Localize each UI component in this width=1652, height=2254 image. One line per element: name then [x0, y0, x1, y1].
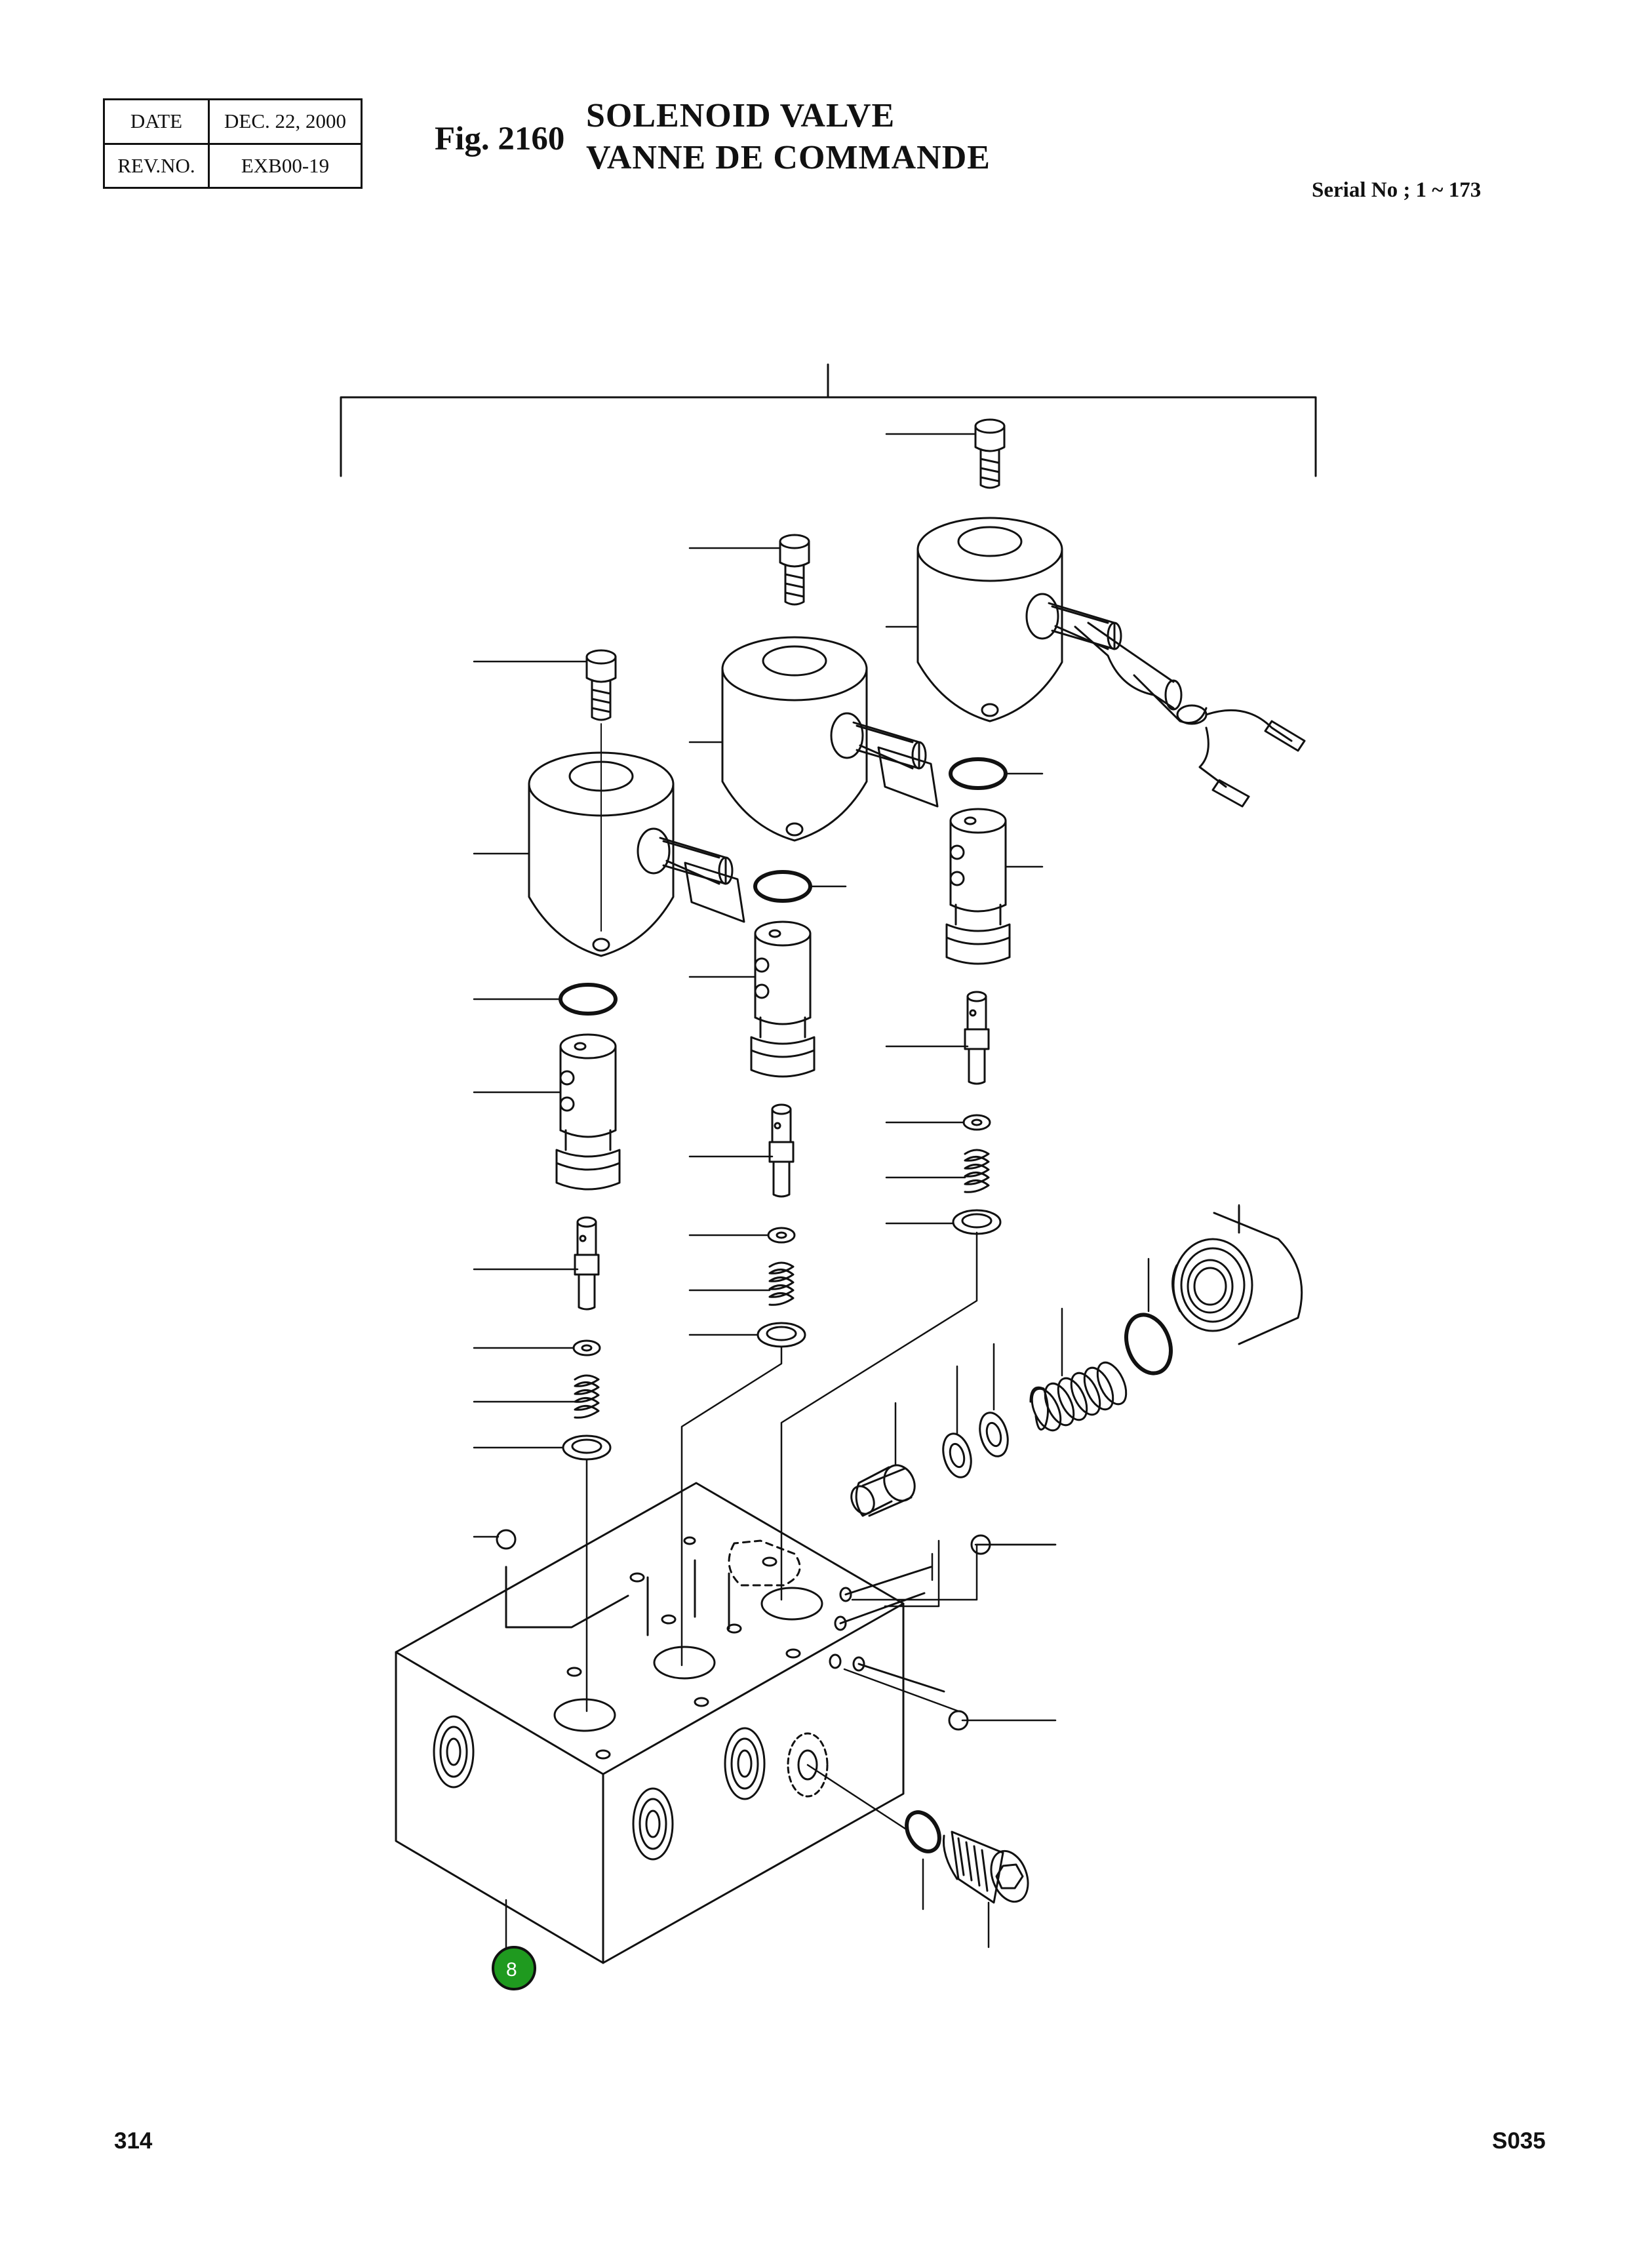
valve-seat-icon — [562, 1434, 612, 1461]
leader-lines-bottom — [505, 1764, 990, 1951]
check-ball-icon — [970, 1534, 991, 1555]
poppet-icon — [850, 1464, 916, 1517]
check-ball-icon — [496, 1529, 517, 1550]
solenoid-coil-icon — [528, 723, 745, 957]
washer-icon — [962, 1114, 991, 1131]
leader-lines — [473, 433, 1057, 1722]
valve-cartridge-icon — [555, 1033, 621, 1191]
spring-icon — [574, 1374, 600, 1419]
o-ring-icon — [949, 757, 1008, 790]
leader-lines-balls — [843, 1539, 960, 1712]
spring-icon — [768, 1261, 795, 1306]
title-english: SOLENOID VALVE — [586, 97, 895, 134]
spool-icon — [574, 1216, 600, 1311]
leader-lines-right — [585, 1204, 1240, 1712]
valve-seat-icon — [952, 1209, 1002, 1235]
valve-cartridge-icon — [750, 920, 816, 1078]
page-number: 314 — [114, 2128, 153, 2154]
o-ring-icon — [905, 1810, 941, 1853]
spring-icon — [1029, 1361, 1128, 1432]
spool-icon — [964, 991, 990, 1085]
manifold-block-icon — [395, 1482, 945, 1964]
rev-value: EXB00-19 — [208, 142, 363, 189]
shim-icon — [979, 1412, 1009, 1457]
valve-unit-left — [528, 649, 745, 1461]
date-value: DEC. 22, 2000 — [208, 98, 363, 145]
bolt-icon — [779, 534, 810, 606]
o-ring-icon — [559, 983, 618, 1016]
spring-icon — [964, 1149, 990, 1193]
bolt-icon — [585, 649, 617, 721]
solenoid-coil-icon — [721, 636, 939, 842]
valve-seat-icon — [757, 1322, 806, 1348]
callout-8-label: 8 — [506, 1959, 517, 1981]
assembly-bracket — [340, 363, 1317, 477]
o-ring-icon — [1124, 1313, 1173, 1375]
o-ring-icon — [753, 870, 812, 903]
serial-range: Serial No ; 1 ~ 173 — [1312, 178, 1482, 202]
rev-label: REV.NO. — [103, 142, 210, 189]
section-code: S035 — [1492, 2128, 1546, 2154]
valve-unit-right — [916, 418, 1306, 1235]
washer-icon — [767, 1227, 796, 1244]
plug-screw-icon — [942, 1830, 1029, 1904]
bolt-icon — [974, 418, 1006, 489]
date-label: DATE — [103, 98, 210, 145]
spool-icon — [768, 1103, 795, 1198]
title-french: VANNE DE COMMANDE — [586, 139, 991, 176]
solenoid-coil-icon — [916, 517, 1306, 808]
callout-8[interactable]: 8 — [492, 1946, 536, 1990]
plug-nut-icon — [1171, 1205, 1303, 1345]
washer-icon — [572, 1339, 601, 1356]
valve-unit-middle — [721, 534, 939, 1348]
revision-table: DATE DEC. 22, 2000 REV.NO. EXB00-19 — [103, 98, 363, 189]
valve-cartridge-icon — [945, 808, 1011, 965]
shim-icon — [942, 1433, 972, 1478]
figure-number: Fig. 2160 — [435, 121, 565, 157]
